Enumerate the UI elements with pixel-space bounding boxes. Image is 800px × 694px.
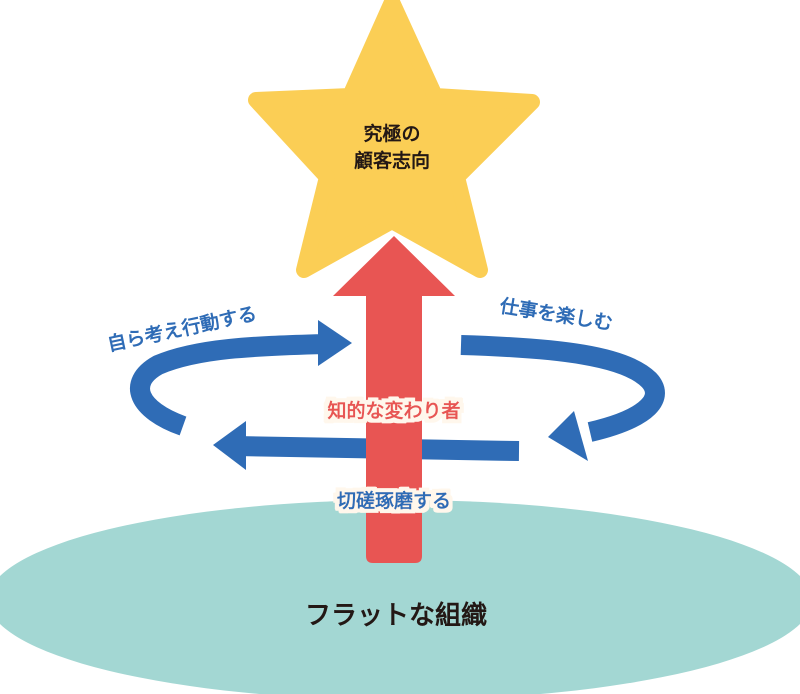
star-label-line2: 顧客志向 <box>354 149 430 172</box>
right-cycle-label: 仕事を楽しむ <box>497 294 614 335</box>
red-up-arrow <box>333 236 455 563</box>
arrow-label-middle: 知的な変わり者 <box>327 399 460 422</box>
cycle-upper-left-arrow <box>130 320 352 436</box>
base-label: フラットな組織 <box>305 600 487 631</box>
star-label-line1: 究極の <box>363 122 420 145</box>
flat-organization-ellipse <box>0 500 800 694</box>
star-shape <box>248 0 540 278</box>
cycle-right-arrow <box>460 335 665 461</box>
arrow-label-bottom: 切磋琢磨する <box>337 489 451 512</box>
